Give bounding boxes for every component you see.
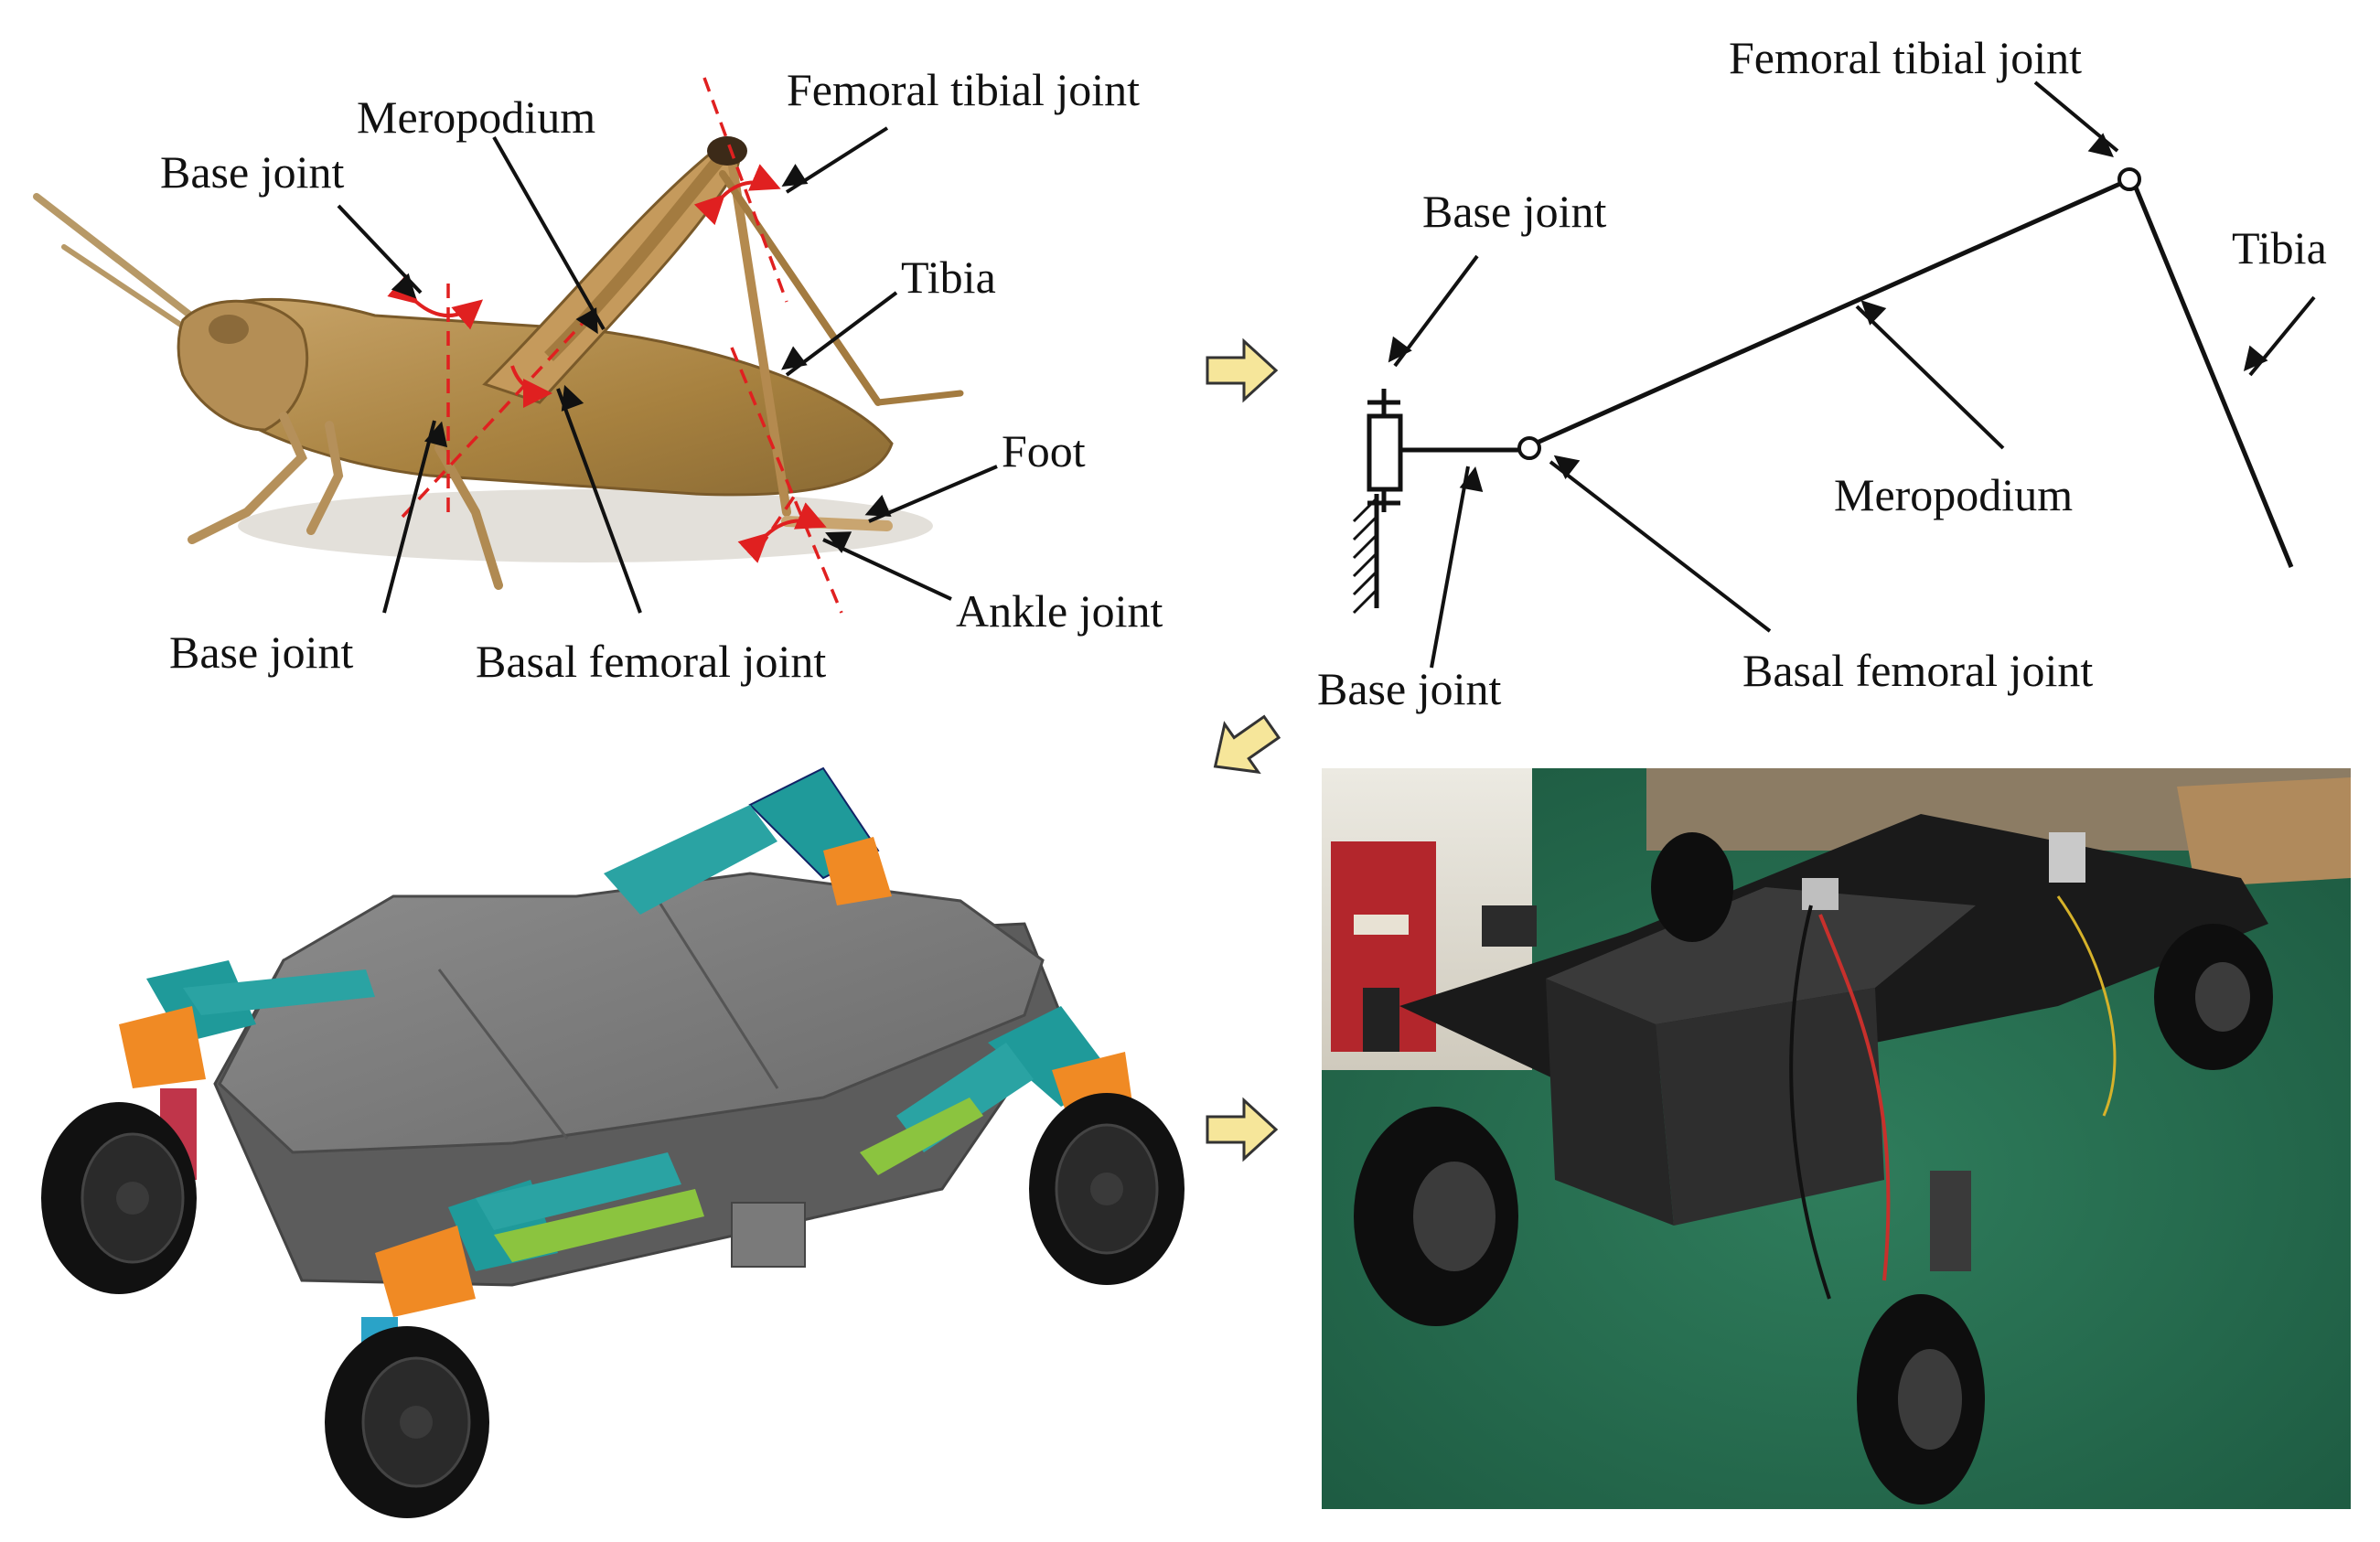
pointer-kd-meropodium [1855, 300, 2005, 450]
basal-femoral-joint-rotation [510, 365, 552, 408]
photo-cable [2056, 895, 2117, 1117]
insect-front-leg [306, 421, 344, 535]
insect-panel: Meropodium Femoral tibial joint Base joi… [33, 64, 1163, 687]
label-foot: Foot [1002, 425, 1086, 477]
photo-wheel-front-left [1354, 1107, 1518, 1326]
photo-motor [1363, 988, 1399, 1052]
kinematic-diagram-panel: Femoral tibial joint Base joint Tibia Me… [1317, 32, 2327, 714]
label-basal-femoral-joint: Basal femoral joint [476, 636, 826, 687]
photo-red-cabinet-label [1354, 915, 1409, 935]
label-kd-base-joint-bottom: Base joint [1317, 663, 1501, 714]
photo-boxes [2177, 777, 2351, 887]
photo-robot-box-front [1546, 979, 1674, 1226]
base-joint-bearing [1367, 413, 1403, 492]
pointer-foot [864, 465, 998, 523]
photo-wheel-rear-right [2154, 924, 2273, 1070]
femoral-tibial-joint-rotation [693, 164, 781, 226]
label-kd-basal-femoral-joint: Basal femoral joint [1742, 645, 2093, 696]
photo-robot-box-side [1656, 988, 1884, 1226]
photo-cable [1789, 905, 1831, 1300]
label-femoral-tibial-joint: Femoral tibial joint [787, 64, 1140, 115]
femoral-tibial-joint-node [2117, 167, 2141, 191]
cad-bottom-block [731, 1202, 806, 1268]
insect-hind-femur-far [544, 151, 728, 361]
label-kd-tibia: Tibia [2232, 222, 2327, 273]
pointer-kd-femoral-tibial-joint [2033, 80, 2119, 158]
photo-motor [1930, 1171, 1971, 1271]
pointer-basal-femoral-joint [556, 384, 642, 614]
insect-antenna [33, 193, 200, 324]
flow-arrow-down-left [1213, 714, 1281, 775]
cad-model-panel [41, 766, 1185, 1518]
cad-wheel-front-right [325, 1326, 489, 1518]
pointer-base-joint-bottom [382, 420, 448, 614]
pointer-meropodium [492, 136, 606, 335]
tibia-link [2133, 187, 2294, 568]
cad-body-seam [437, 969, 569, 1140]
photo-wheel-rear-left [1651, 832, 1733, 942]
cad-wheel-front-left [41, 1102, 197, 1294]
pointer-ankle-joint [822, 531, 952, 601]
cad-wheel-rear-right [1029, 1093, 1185, 1285]
pointer-kd-base-joint-top [1388, 254, 1479, 368]
pointer-kd-basal-femoral-joint [1549, 455, 1772, 633]
ankle-joint-rotation [737, 502, 827, 563]
photo-wheel-front-right [1857, 1294, 1985, 1505]
basal-femoral-joint-axis [401, 318, 587, 519]
insect-hind-tibia-far-lower [874, 390, 964, 406]
pointer-tibia [781, 291, 898, 377]
label-kd-base-joint-top: Base joint [1422, 186, 1606, 237]
label-kd-femoral-tibial-joint: Femoral tibial joint [1729, 32, 2082, 83]
photo-sensor [2049, 832, 2085, 883]
label-meropodium: Meropodium [357, 91, 595, 143]
flow-arrow-right-bottom [1206, 1097, 1279, 1162]
cad-leg-front-left [119, 960, 375, 1180]
insect-middle-leg [434, 444, 503, 590]
photo-motor [1482, 905, 1537, 947]
cad-body-top [218, 872, 1045, 1154]
insect-eye [209, 315, 249, 344]
cad-leg-rear-left [604, 766, 892, 915]
pointer-kd-tibia [2243, 295, 2316, 377]
pointer-femoral-tibial-joint [781, 126, 889, 194]
label-kd-meropodium: Meropodium [1834, 469, 2073, 520]
photo-cable [1818, 914, 1891, 1281]
label-base-joint-bottom: Base joint [169, 626, 353, 678]
photo-sensor [1802, 878, 1839, 910]
label-base-joint-top: Base joint [160, 146, 344, 198]
pointer-base-joint-top [337, 204, 423, 299]
cad-leg-front-right [361, 1152, 704, 1390]
prototype-photo-panel [1322, 768, 2351, 1509]
insect-knee [707, 136, 747, 166]
basal-femoral-joint-node [1517, 436, 1541, 460]
meropodium-link [1533, 180, 2124, 446]
label-ankle-joint: Ankle joint [956, 585, 1163, 637]
insect-antenna [61, 244, 190, 332]
insect-front-leg [188, 412, 307, 544]
pointer-kd-base-joint-bottom [1430, 466, 1484, 669]
base-joint-rotation [387, 273, 484, 330]
tibia-axis [730, 347, 843, 614]
flow-arrow-right-top [1206, 337, 1279, 403]
cad-body-seam [657, 900, 779, 1089]
photo-robot-box-top [1546, 887, 1976, 1024]
ground-hatch [1352, 497, 1378, 615]
label-tibia: Tibia [901, 252, 996, 303]
